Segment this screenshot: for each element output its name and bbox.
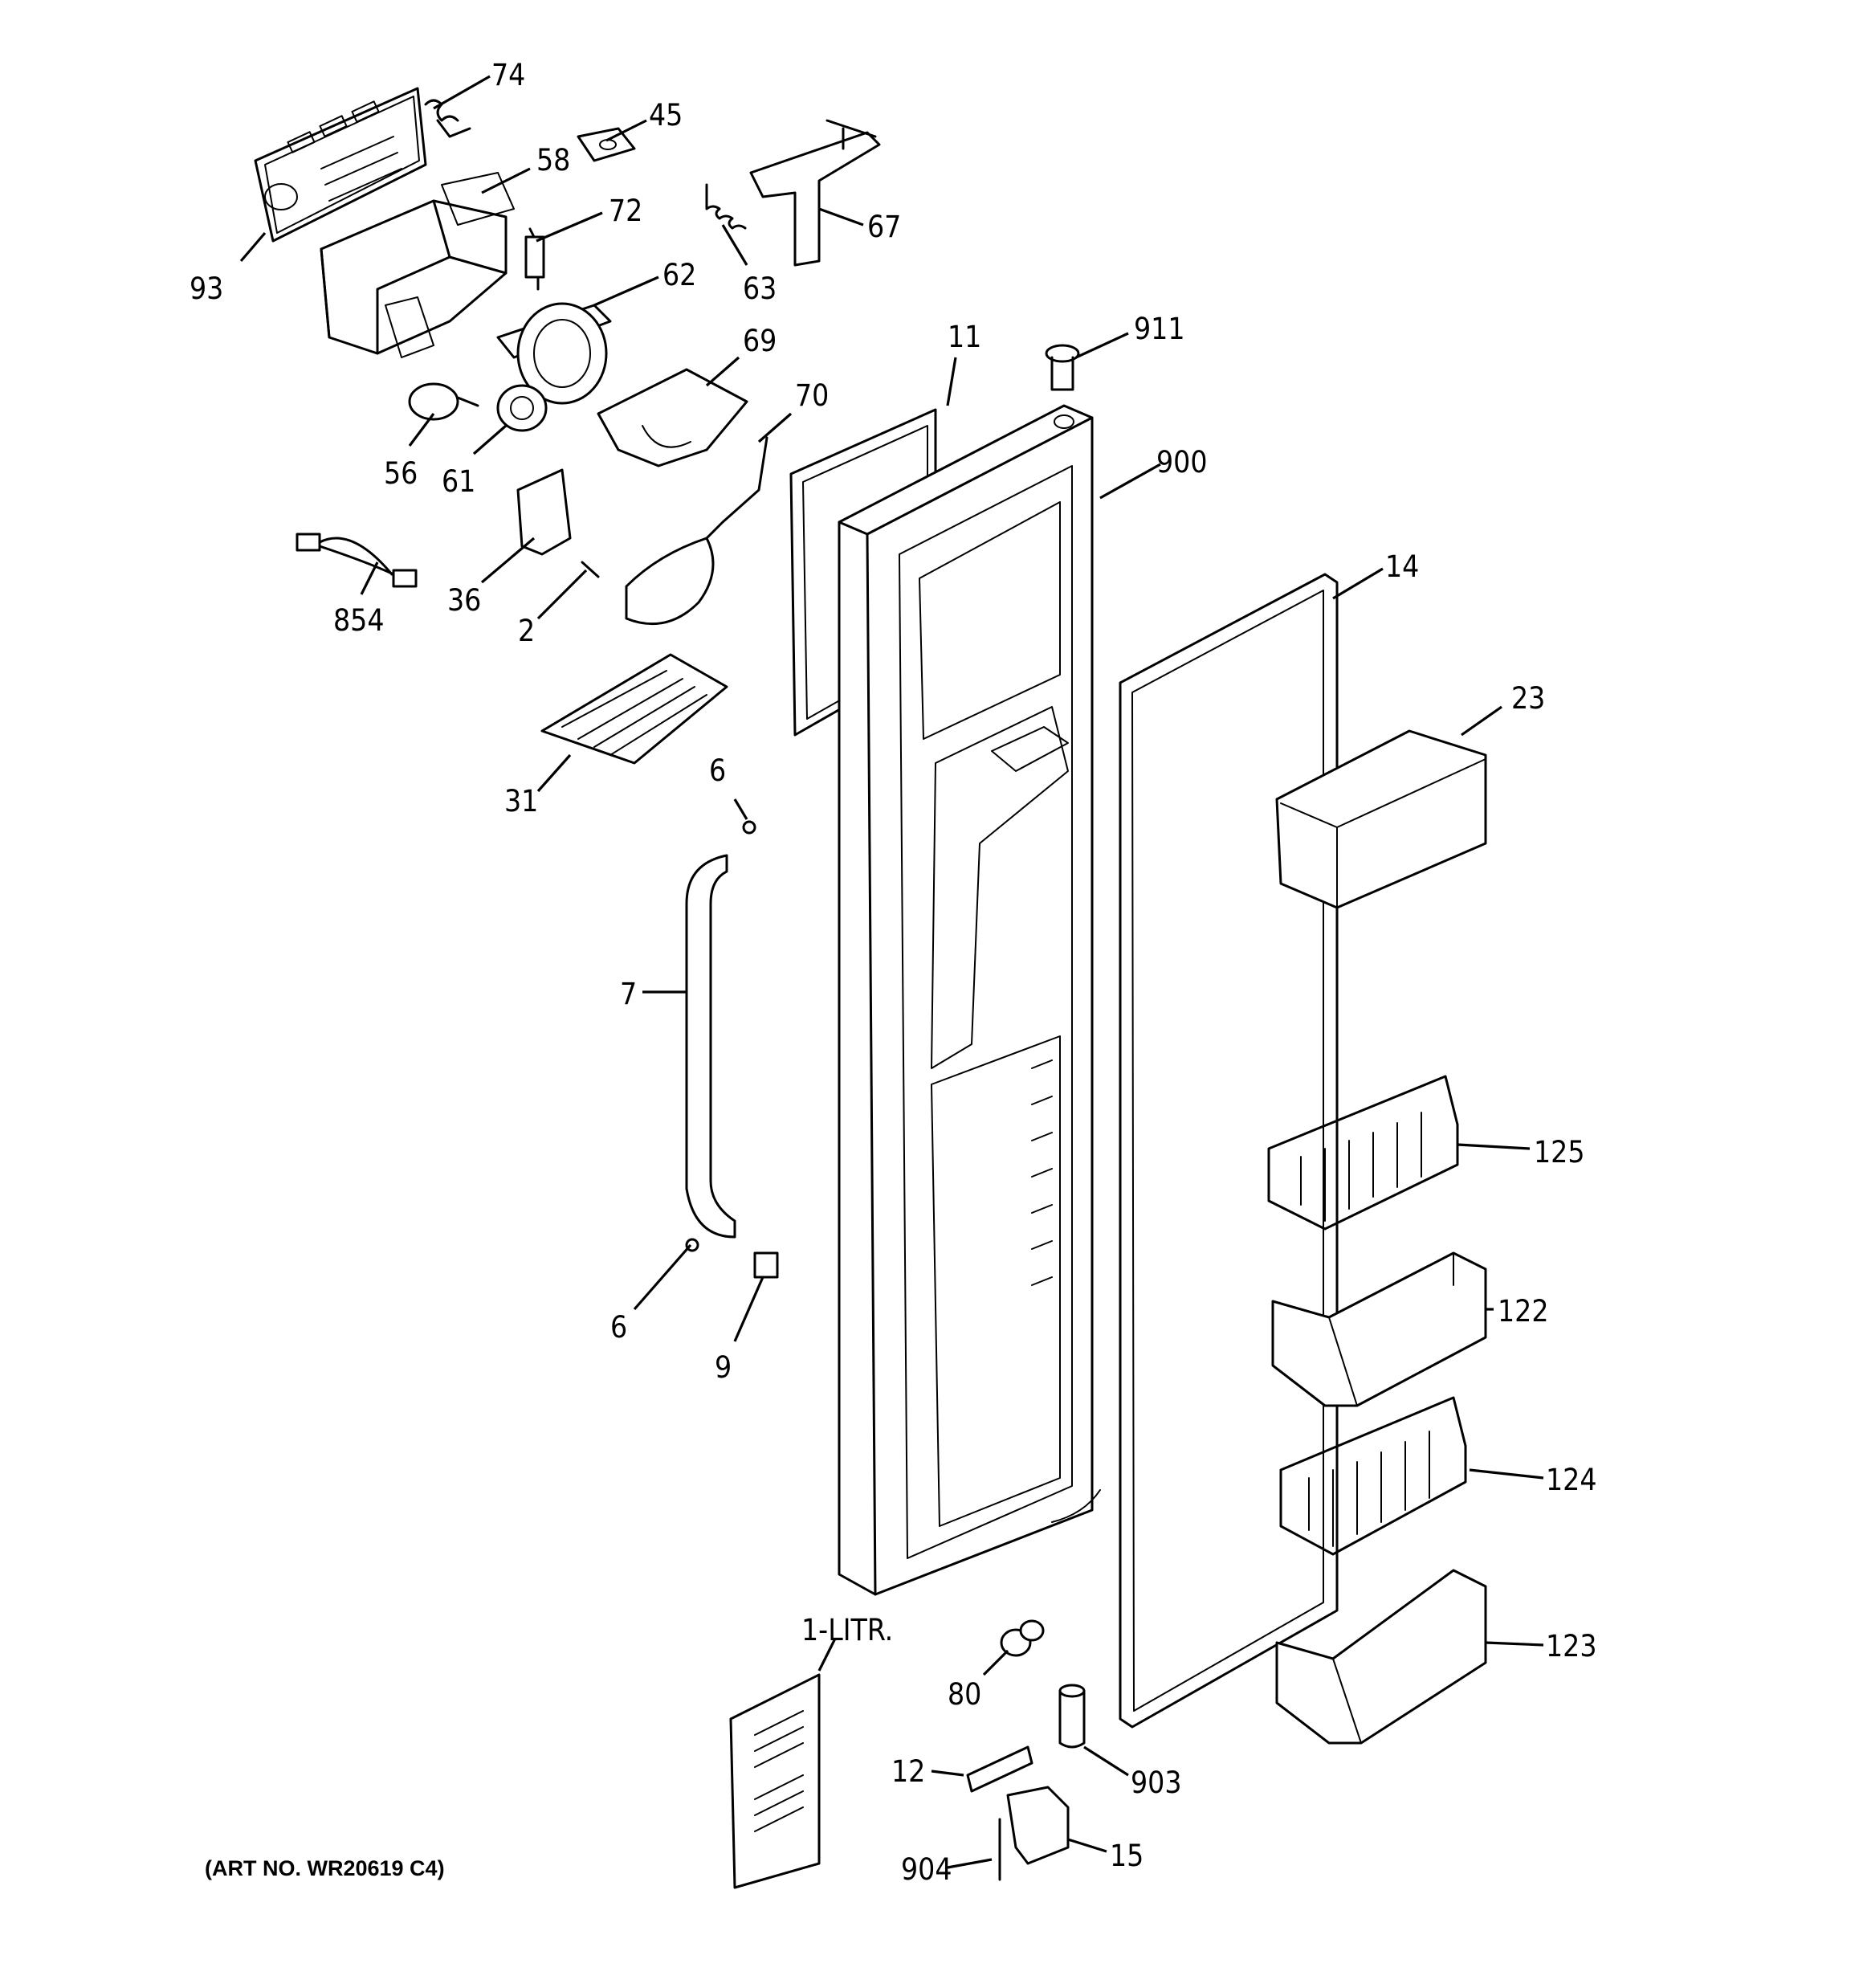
callout-911: 911 xyxy=(1134,312,1185,346)
callout-904: 904 xyxy=(901,1852,952,1887)
part-31-grille xyxy=(540,653,728,765)
callout-36: 36 xyxy=(447,583,481,618)
callout-12: 12 xyxy=(891,1754,925,1789)
part-23-bin xyxy=(1275,729,1487,909)
callout-61: 61 xyxy=(442,464,475,499)
callout-80: 80 xyxy=(948,1677,981,1712)
part-93-control-panel xyxy=(254,87,427,243)
part-69-funnel xyxy=(597,368,748,467)
part-9-stud xyxy=(753,1251,779,1279)
callout-67: 67 xyxy=(867,210,901,244)
part-123-bin xyxy=(1275,1569,1487,1745)
part-63-spring xyxy=(705,183,747,230)
callout-14: 14 xyxy=(1385,549,1419,584)
callout-900: 900 xyxy=(1156,445,1208,480)
part-15-hinge xyxy=(1006,1786,1070,1865)
callout-23: 23 xyxy=(1511,681,1545,716)
callout-903: 903 xyxy=(1131,1766,1182,1800)
art-number: (ART NO. WR20619 C4) xyxy=(205,1856,445,1880)
callout-6-bottom: 6 xyxy=(610,1310,627,1345)
part-56-motor xyxy=(408,382,479,421)
callout-11: 11 xyxy=(948,320,981,354)
part-62-ring xyxy=(496,302,612,405)
part-2-screw xyxy=(581,561,600,578)
part-58-housing xyxy=(320,172,515,358)
callout-122: 122 xyxy=(1498,1294,1549,1329)
part-80-plug xyxy=(1000,1619,1045,1657)
part-7-handle xyxy=(685,854,736,1239)
part-900-door xyxy=(838,404,1101,1596)
part-911-bushing xyxy=(1045,344,1080,391)
callout-7: 7 xyxy=(620,977,637,1011)
callout-63: 63 xyxy=(743,271,777,306)
part-70-flap xyxy=(625,436,768,626)
callout-93: 93 xyxy=(190,271,223,306)
part-12-shim xyxy=(966,1745,1033,1793)
part-36-bracket xyxy=(516,468,572,556)
part-72-switch xyxy=(524,227,545,291)
part-854-harness xyxy=(296,533,418,588)
callout-62: 62 xyxy=(662,258,696,292)
part-124-shelf xyxy=(1279,1396,1467,1556)
part-67-lever xyxy=(749,119,881,267)
callout-123: 123 xyxy=(1546,1629,1597,1663)
part-74-spring xyxy=(424,99,471,138)
callout-69: 69 xyxy=(743,324,777,358)
part-45-bracket xyxy=(577,127,636,162)
callout-58: 58 xyxy=(536,143,570,178)
part-6-screw-top xyxy=(742,820,756,835)
callout-74: 74 xyxy=(491,58,525,92)
callout-31: 31 xyxy=(504,784,538,818)
part-125-shelf xyxy=(1267,1075,1459,1231)
callout-6-top: 6 xyxy=(709,753,726,788)
part-1-literature xyxy=(729,1673,821,1889)
callout-56: 56 xyxy=(384,456,418,491)
leader-lines xyxy=(239,75,1544,1869)
callout-15: 15 xyxy=(1110,1839,1143,1873)
part-122-bin xyxy=(1271,1251,1487,1407)
callout-1-litr: 1-LITR. xyxy=(801,1613,893,1647)
part-61-coupler xyxy=(496,384,548,432)
callout-labels: 74 45 58 72 67 63 62 93 69 70 56 61 36 2… xyxy=(190,58,1597,1887)
callout-854: 854 xyxy=(333,603,385,638)
callout-45: 45 xyxy=(649,98,683,133)
callout-70: 70 xyxy=(795,378,829,413)
part-903-pin xyxy=(1058,1684,1086,1749)
part-14-gasket xyxy=(1119,573,1339,1729)
callout-125: 125 xyxy=(1534,1135,1585,1170)
callout-2: 2 xyxy=(518,614,535,648)
callout-9: 9 xyxy=(715,1350,732,1385)
callout-72: 72 xyxy=(609,194,642,228)
callout-124: 124 xyxy=(1546,1463,1597,1497)
